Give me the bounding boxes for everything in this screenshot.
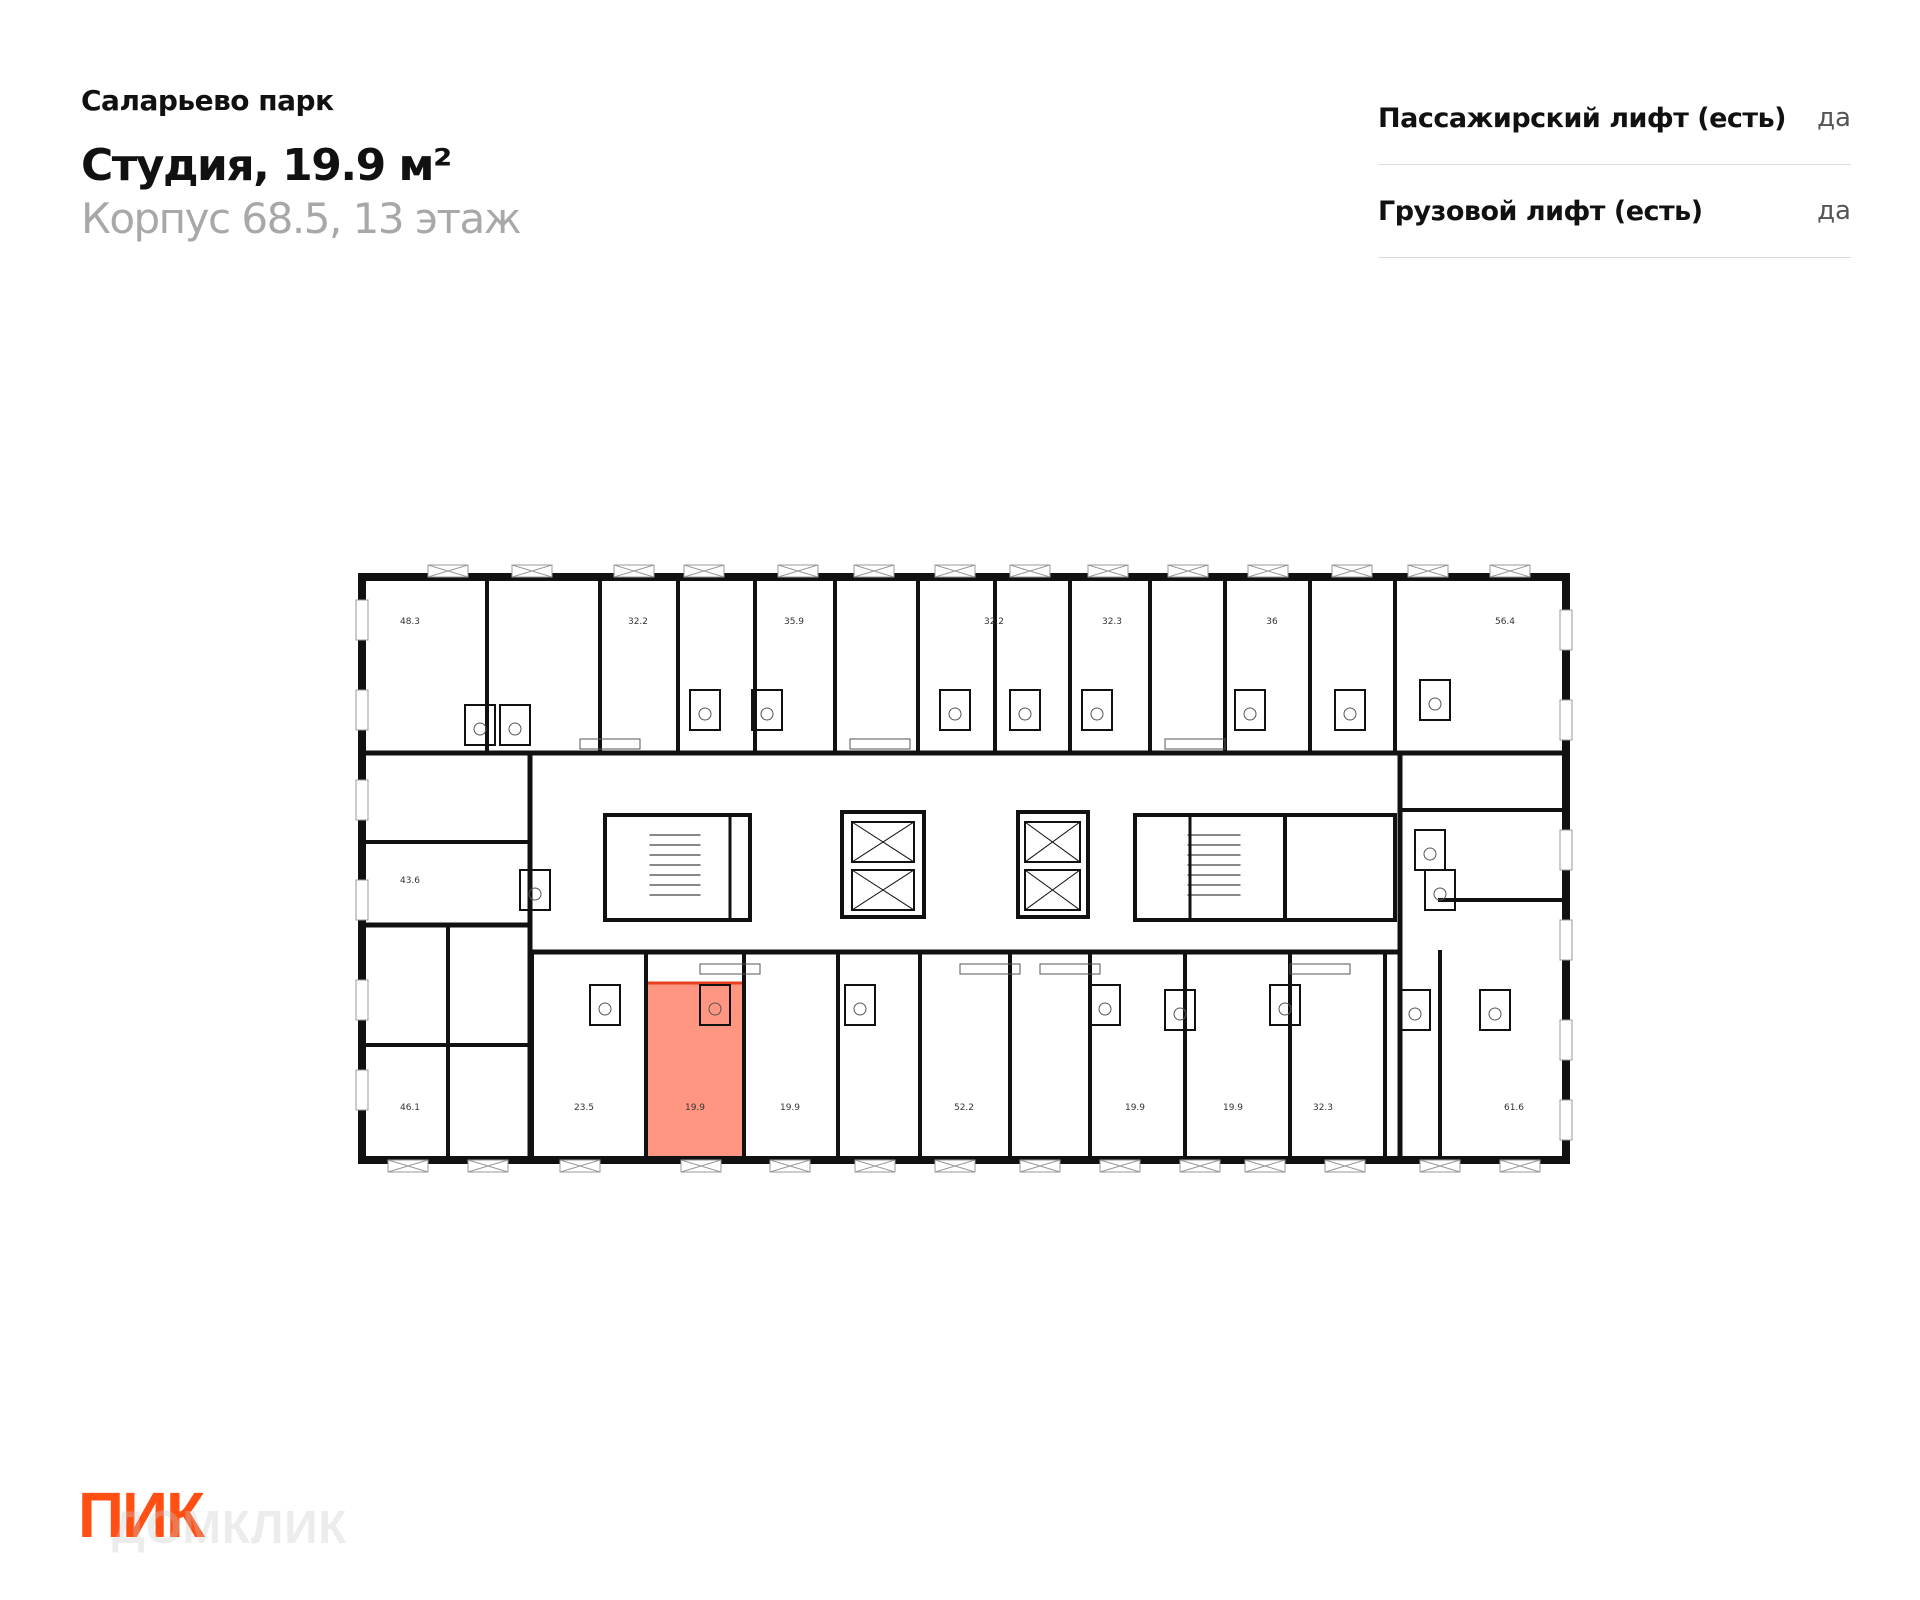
- feature-value: да: [1817, 103, 1851, 133]
- apartment-area-label: 52.2: [954, 1103, 974, 1113]
- apartment-area-label: 32.3: [1313, 1103, 1333, 1113]
- apartment-area-label: 36: [1266, 617, 1278, 627]
- apartment-area-label: 61.6: [1504, 1103, 1524, 1113]
- apartment-area-label: 19.9: [1125, 1103, 1145, 1113]
- apartment-area-label: 32.2: [628, 617, 648, 627]
- feature-label: Пассажирский лифт (есть): [1378, 102, 1786, 134]
- apartment-area-label: 48.3: [400, 617, 420, 627]
- apartment-title: Студия, 19.9 м²: [81, 140, 452, 191]
- project-name: Саларьево парк: [81, 84, 334, 117]
- apartment-area-label: 56.4: [1495, 617, 1515, 627]
- apartment-area-label: 23.5: [574, 1103, 594, 1113]
- apartment-area-label: 19.9: [1223, 1103, 1243, 1113]
- feature-passenger-lift: Пассажирский лифт (есть) да: [1378, 72, 1851, 165]
- apartment-subtitle: Корпус 68.5, 13 этаж: [81, 194, 522, 243]
- apartment-area-label: 35.9: [784, 617, 804, 627]
- apartment-area-label: 43.6: [400, 876, 420, 886]
- feature-label: Грузовой лифт (есть): [1378, 195, 1703, 227]
- apartment-area-label: 32.3: [1102, 617, 1122, 627]
- pik-logo: ПИК: [78, 1479, 205, 1551]
- domclick-watermark: ДОМКЛИК: [112, 1501, 348, 1553]
- feature-value: да: [1817, 196, 1851, 226]
- feature-freight-lift: Грузовой лифт (есть) да: [1378, 165, 1851, 258]
- apartment-area-label: 46.1: [400, 1103, 420, 1113]
- features-list: Пассажирский лифт (есть) да Грузовой лиф…: [1378, 72, 1851, 258]
- apartment-area-label: 19.9: [780, 1103, 800, 1113]
- apartment-area-label: 32.2: [984, 617, 1004, 627]
- selected-apartment-area-label[interactable]: 19.9: [685, 1103, 705, 1113]
